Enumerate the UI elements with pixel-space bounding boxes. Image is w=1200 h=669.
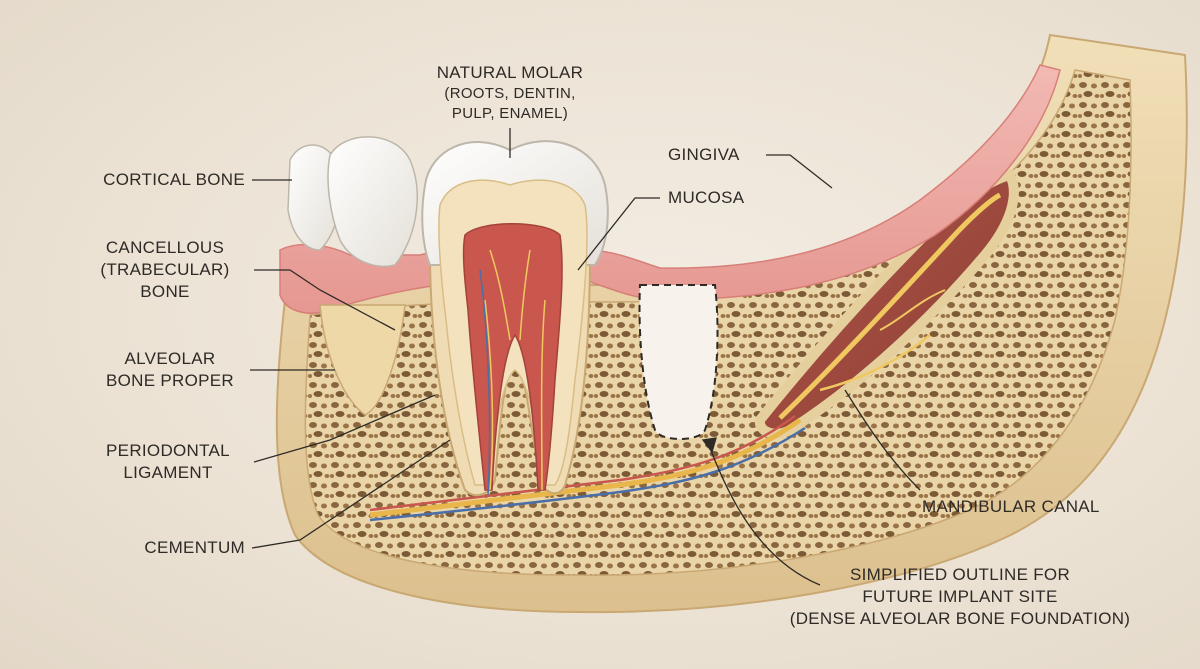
label-mandibular-canal: MANDIBULAR CANAL	[922, 496, 1142, 518]
leader-implant-site	[709, 447, 821, 586]
cementum-text: CEMENTUM	[144, 538, 245, 557]
premolar-teeth	[287, 136, 418, 416]
mucosa-text: MUCOSA	[668, 188, 745, 207]
alveolar-line1: ALVEOLAR	[124, 349, 216, 368]
periodontal-line2: LIGAMENT	[123, 463, 213, 482]
leader-lines	[250, 128, 921, 586]
periodontal-line1: PERIODONTAL	[106, 441, 230, 460]
implant-arrowhead	[701, 437, 717, 454]
implant-site-line1: SIMPLIFIED OUTLINE FOR	[849, 565, 1071, 584]
natural-molar-title: NATURAL MOLAR	[436, 63, 584, 82]
cortical-bone-text: CORTICAL BONE	[103, 170, 245, 189]
leader-mandibular-canal	[844, 389, 921, 491]
natural-molar-line3: PULP, ENAMEL)	[451, 105, 569, 122]
alveolar-line2: BONE PROPER	[106, 371, 234, 390]
natural-molar-line2: (ROOTS, DENTIN,	[444, 85, 576, 102]
label-cortical-bone: CORTICAL BONE	[40, 169, 245, 191]
label-alveolar-bone: ALVEOLAR BONE PROPER	[90, 348, 250, 392]
mandibular-canal-text: MANDIBULAR CANAL	[922, 497, 1100, 516]
label-cancellous-bone: CANCELLOUS (TRABECULAR) BONE	[90, 237, 240, 303]
leader-mucosa	[577, 197, 660, 271]
leader-gingiva	[766, 154, 833, 189]
leader-cementum	[251, 439, 451, 549]
leader-periodontal	[253, 394, 436, 463]
label-gingiva: GINGIVA	[668, 144, 778, 166]
label-implant-site: SIMPLIFIED OUTLINE FOR FUTURE IMPLANT SI…	[770, 564, 1150, 630]
mandibular-canal-shape	[369, 169, 1019, 522]
mandible	[275, 33, 1188, 614]
cancellous-line2: (TRABECULAR)	[100, 260, 230, 279]
label-mucosa: MUCOSA	[668, 187, 778, 209]
cancellous-line1: CANCELLOUS	[105, 238, 225, 257]
label-periodontal-ligament: PERIODONTAL LIGAMENT	[88, 440, 248, 484]
label-cementum: CEMENTUM	[90, 537, 245, 559]
leader-cancellous	[254, 269, 396, 331]
cancellous-line3: BONE	[140, 282, 190, 301]
gingiva-text: GINGIVA	[668, 145, 740, 164]
implant-site-outline	[638, 284, 719, 440]
implant-site-line2: FUTURE IMPLANT SITE	[862, 587, 1058, 606]
implant-site-line3: (DENSE ALVEOLAR BONE FOUNDATION)	[789, 609, 1131, 628]
label-natural-molar: NATURAL MOLAR (ROOTS, DENTIN, PULP, ENAM…	[420, 62, 600, 124]
natural-molar	[421, 140, 609, 497]
